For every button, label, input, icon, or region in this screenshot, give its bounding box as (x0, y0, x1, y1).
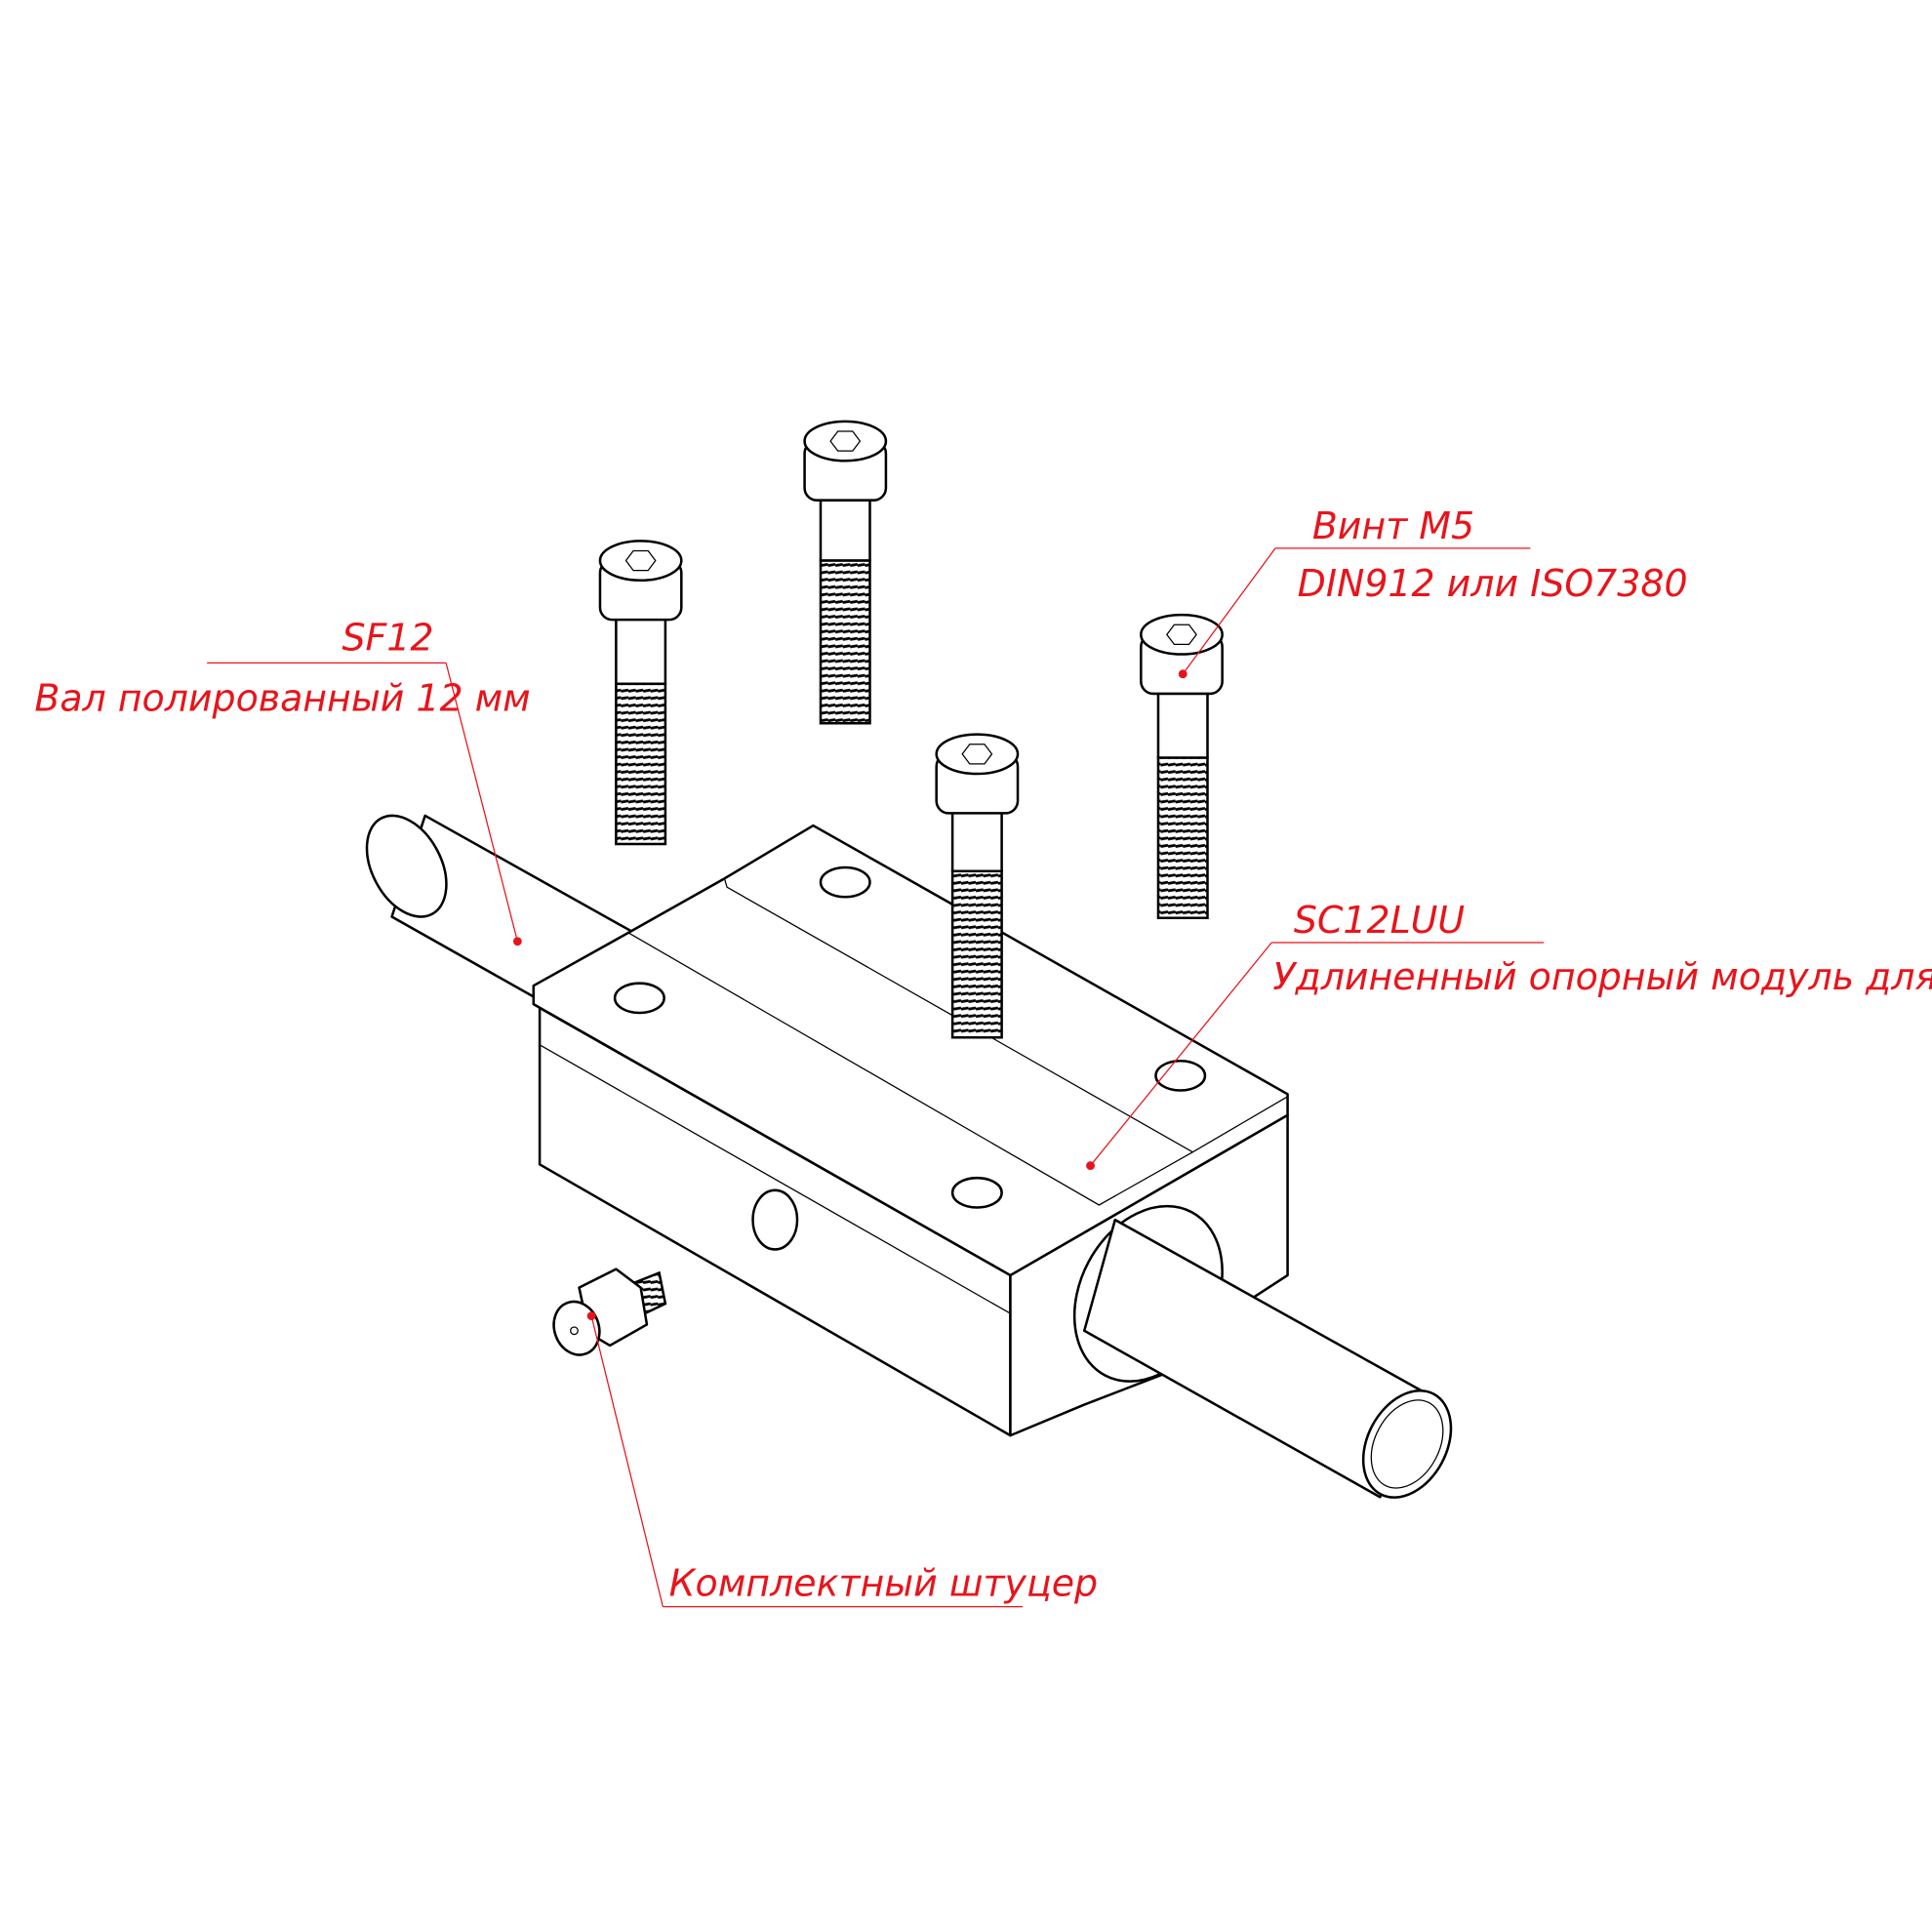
leader-dot (1086, 1161, 1095, 1170)
screw (1140, 613, 1224, 920)
fitting-description-label: Комплектный штуцер (669, 1561, 1098, 1604)
annotation-screw: Винт М5 DIN912 или ISO7380 (1178, 504, 1688, 679)
annotation-shaft: SF12 Вал полированный 12 мм (34, 617, 531, 946)
leader-dot (1178, 669, 1187, 679)
lube-port (751, 1188, 799, 1251)
screw (803, 420, 888, 725)
leader-dot (586, 1311, 596, 1321)
annotation-module: SC12LUU Удлиненный опорный модуль для ва… (1086, 899, 1932, 1170)
annotation-fitting: Комплектный штуцер (586, 1311, 1098, 1608)
block-top-face (532, 824, 1289, 1277)
screw-code-label: Винт М5 (1312, 504, 1474, 547)
screw (598, 540, 683, 846)
module-code-label: SC12LUU (1294, 899, 1465, 942)
leader-dot (512, 937, 522, 946)
shaft-code-label: SF12 (342, 617, 433, 660)
mount-hole (819, 865, 871, 899)
mount-hole (613, 982, 665, 1015)
screw (935, 733, 1020, 1039)
mount-hole (950, 1176, 1003, 1209)
mount-hole (1154, 1059, 1207, 1092)
screw-description-label: DIN912 или ISO7380 (1298, 562, 1688, 605)
shaft-right (1082, 1218, 1453, 1499)
module-description-label: Удлиненный опорный модуль для вала (1272, 955, 1932, 998)
grease-fitting (552, 1268, 667, 1356)
shaft-description-label: Вал полированный 12 мм (34, 677, 530, 720)
